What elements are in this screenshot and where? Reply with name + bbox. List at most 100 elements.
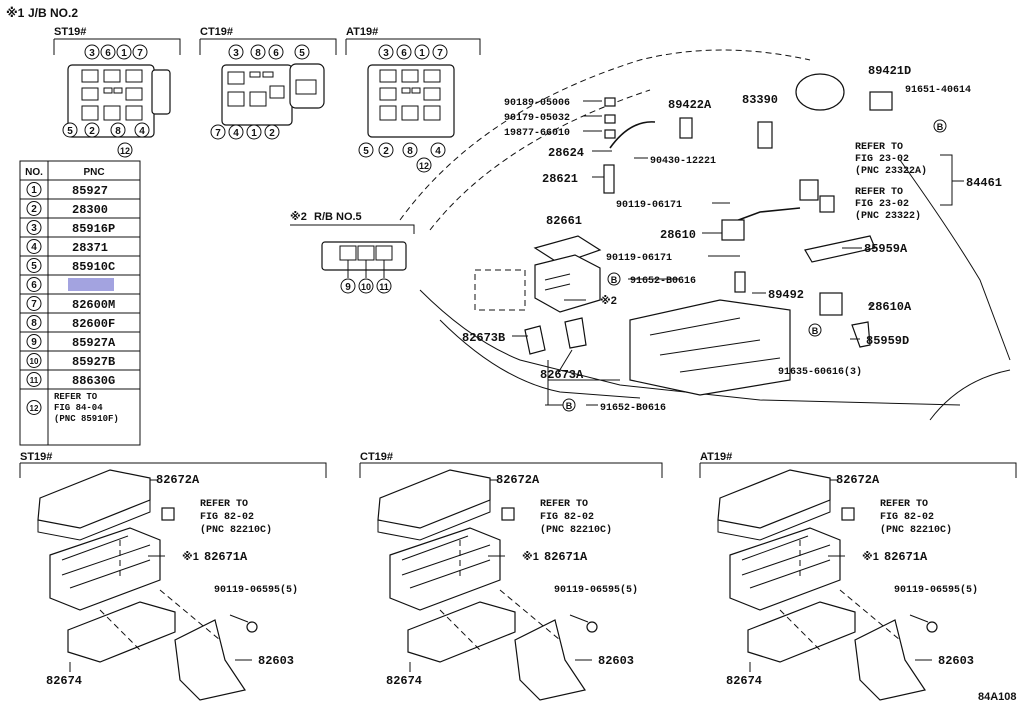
jb-slot bbox=[103, 69, 121, 83]
jb-slot bbox=[103, 87, 113, 94]
svg-text:6: 6 bbox=[401, 48, 407, 59]
label-82661: 82661 bbox=[546, 214, 582, 228]
row-pnc: 85927 bbox=[72, 184, 108, 198]
jb-slot bbox=[295, 79, 317, 95]
relay-marker: ※2 bbox=[600, 295, 617, 307]
bracket-84461 bbox=[940, 154, 964, 206]
row-pnc: 85916P bbox=[72, 222, 115, 236]
svg-text:8: 8 bbox=[407, 146, 413, 157]
fuse-box-detail bbox=[741, 535, 831, 589]
refer-line1: REFER TO bbox=[540, 499, 588, 510]
fuse-box-82671a bbox=[389, 527, 501, 611]
circle-num: 8 bbox=[250, 44, 266, 60]
cover-82672a bbox=[377, 469, 491, 529]
highlighted-cell bbox=[68, 278, 114, 291]
circle-num: 2 bbox=[378, 142, 394, 158]
label-cover: 82672A bbox=[156, 473, 200, 487]
label-tray: 82674 bbox=[386, 674, 422, 688]
panel-bracket bbox=[359, 462, 663, 478]
row-number-circle bbox=[26, 296, 42, 311]
row-number-circle bbox=[26, 201, 42, 216]
bracket-82673a bbox=[564, 317, 587, 349]
circle-num: 9 bbox=[340, 278, 356, 294]
rb-slot bbox=[357, 245, 375, 261]
row-number-circle bbox=[26, 239, 42, 254]
svg-text:5: 5 bbox=[67, 126, 73, 137]
bolt-90119 bbox=[926, 621, 938, 633]
svg-text:2: 2 bbox=[383, 146, 389, 157]
circle-num: 7 bbox=[210, 124, 226, 140]
circle-num: 3 bbox=[378, 44, 394, 60]
jb-marker: ※1 bbox=[6, 6, 25, 20]
svg-text:11: 11 bbox=[379, 282, 389, 292]
circle-num: 5 bbox=[294, 44, 310, 60]
label-box: 82671A bbox=[204, 550, 248, 564]
jb-slot bbox=[113, 87, 123, 94]
view-bracket bbox=[346, 38, 481, 55]
circle-num: 5 bbox=[62, 122, 78, 138]
row-number: 5 bbox=[31, 261, 37, 272]
refer-23322-line2: FIG 23-02 bbox=[855, 199, 909, 210]
refer-line1: REFER TO bbox=[880, 499, 928, 510]
sensor-28621 bbox=[603, 164, 615, 194]
refer-23322a-line1: REFER TO bbox=[855, 142, 903, 153]
panel-label: AT19# bbox=[700, 451, 732, 463]
jb-slot bbox=[401, 87, 411, 94]
bracket-82603 bbox=[854, 619, 926, 701]
bolt-90119 bbox=[246, 621, 258, 633]
label-90430-12221: 90430-12221 bbox=[650, 156, 716, 167]
refer-line3: (PNC 82210C) bbox=[540, 524, 612, 536]
panel-bracket bbox=[19, 462, 327, 478]
label-89421d: 89421D bbox=[868, 64, 911, 78]
circle-num: 4 bbox=[134, 122, 150, 138]
gasket-19877 bbox=[604, 129, 616, 139]
circle-num: 4 bbox=[228, 124, 244, 140]
circle-num: 3 bbox=[84, 44, 100, 60]
svg-text:1: 1 bbox=[419, 48, 425, 59]
circle-num: 6 bbox=[396, 44, 412, 60]
leaders bbox=[749, 479, 932, 672]
jb-slot bbox=[269, 85, 285, 99]
row-number-circle bbox=[26, 334, 42, 349]
svg-text:4: 4 bbox=[139, 126, 145, 137]
jb-slot bbox=[227, 71, 245, 85]
table-header-pnc: PNC bbox=[83, 167, 104, 178]
assembly-lines bbox=[779, 540, 901, 651]
row-pnc: 85927A bbox=[72, 336, 116, 350]
row-pnc: 82600F bbox=[72, 317, 115, 331]
circle-num: 5 bbox=[358, 142, 374, 158]
label-bracket: 82603 bbox=[258, 654, 294, 668]
svg-text:7: 7 bbox=[215, 128, 221, 139]
b-circle: B bbox=[933, 119, 947, 133]
jb-slot bbox=[227, 91, 245, 107]
fuse-box-82671a bbox=[729, 527, 841, 611]
fuse-box-82671a bbox=[49, 527, 161, 611]
view-bracket bbox=[54, 38, 181, 55]
svg-text:9: 9 bbox=[345, 282, 351, 293]
row-number: 8 bbox=[31, 318, 37, 329]
connector-84461 bbox=[799, 179, 819, 201]
assembly-lines bbox=[99, 540, 221, 651]
refer-line2: FIG 82-02 bbox=[880, 512, 934, 523]
view-bracket bbox=[290, 224, 415, 234]
fuse-box-detail bbox=[401, 535, 491, 589]
cover-side bbox=[377, 500, 491, 541]
refer-23322-line1: REFER TO bbox=[855, 187, 903, 198]
body-outline bbox=[399, 49, 811, 221]
label-91652-b0616-b: 91652-B0616 bbox=[600, 403, 666, 414]
svg-text:1: 1 bbox=[121, 48, 127, 59]
label-90119-06171-b: 90119-06171 bbox=[606, 253, 672, 264]
b-circle: B bbox=[607, 272, 621, 286]
panel-label: ST19# bbox=[20, 451, 52, 463]
refer-line3: (PNC 82210C) bbox=[200, 524, 272, 536]
row-number: 9 bbox=[31, 337, 37, 348]
fuse-clip bbox=[161, 507, 175, 521]
row-number: 1 bbox=[31, 185, 37, 196]
jb-slot bbox=[249, 91, 267, 107]
connector-23322 bbox=[819, 195, 835, 213]
nut-90189 bbox=[604, 97, 616, 107]
